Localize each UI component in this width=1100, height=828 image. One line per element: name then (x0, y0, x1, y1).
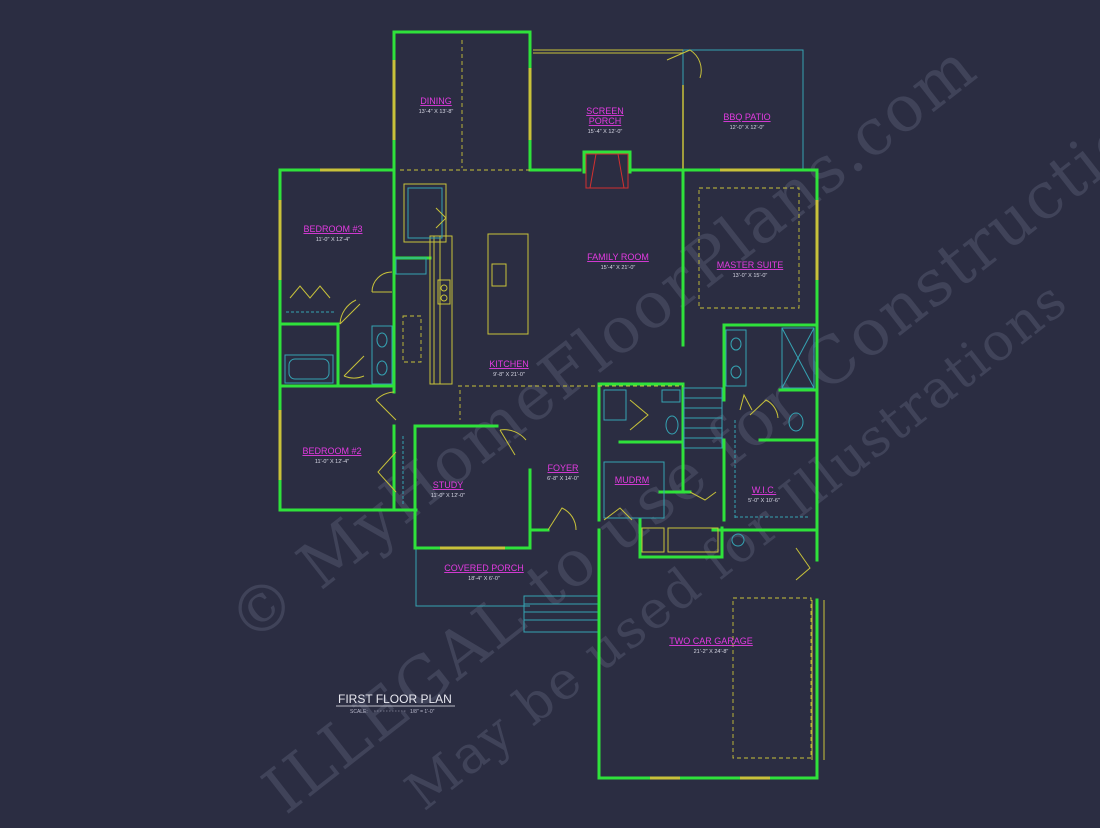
plan-title: FIRST FLOOR PLAN (338, 692, 452, 706)
room-label-garage: TWO CAR GARAGE (669, 636, 753, 646)
room-label-bedroom-3: BEDROOM #3 (303, 224, 362, 234)
room-label-master-suite: MASTER SUITE (717, 260, 784, 270)
room-labels: DINING 13'-4" X 13'-8" SCREEN PORCH 15'-… (302, 96, 783, 655)
dashed-lines (400, 40, 812, 759)
room-dims-bedroom-2: 11'-0" X 12'-4" (315, 459, 349, 465)
stairs (683, 387, 723, 449)
plan-scale-label: SCALE: (350, 709, 368, 715)
room-dims-screen-porch: 15'-4" X 12'-0" (588, 129, 623, 135)
room-dims-foyer: 6'-8" X 14'-0" (547, 476, 579, 482)
room-label-foyer: FOYER (547, 463, 579, 473)
room-label-covered-porch: COVERED PORCH (444, 563, 524, 573)
plan-title-block: FIRST FLOOR PLAN SCALE: 1/8" = 1'-0" (336, 692, 455, 715)
room-dims-kitchen: 9'-8" X 21'-0" (493, 372, 525, 378)
room-label-mudroom: MUDRM (615, 475, 650, 485)
kitchen-fixtures (403, 183, 529, 385)
room-dims-bbq-patio: 12'-0" X 12'-0" (730, 125, 765, 131)
room-label-study: STUDY (433, 480, 464, 490)
room-dims-wic: 5'-0" X 10'-6" (748, 498, 780, 504)
room-dims-family-room: 15'-4" X 21'-0" (601, 265, 636, 271)
windows (278, 60, 819, 780)
room-label-bedroom-2: BEDROOM #2 (302, 446, 361, 456)
door-swings (289, 49, 811, 581)
room-dims-covered-porch: 18'-4" X 6'-0" (468, 576, 500, 582)
outdoor-outlines (415, 49, 804, 633)
room-label-bbq-patio: BBQ PATIO (723, 112, 770, 122)
room-dims-dining: 13'-4" X 13'-8" (419, 109, 454, 115)
room-label-kitchen: KITCHEN (489, 359, 529, 369)
plan-scale-value: 1/8" = 1'-0" (410, 709, 435, 715)
room-dims-bedroom-3: 11'-0" X 12'-4" (316, 237, 350, 243)
room-label-screen-porch-2: PORCH (589, 116, 622, 126)
bathroom-fixtures (284, 257, 815, 547)
room-label-wic: W.I.C. (752, 485, 777, 495)
mudroom-cabinets (603, 461, 719, 553)
walls (278, 30, 819, 780)
fireplace (585, 153, 629, 189)
garage-door (811, 600, 825, 760)
room-dims-garage: 21'-2" X 24'-8" (694, 649, 729, 655)
room-label-dining: DINING (420, 96, 452, 106)
room-dims-study: 11'-0" X 12'-0" (431, 493, 465, 499)
room-label-screen-porch-1: SCREEN (586, 106, 624, 116)
room-label-family-room: FAMILY ROOM (587, 252, 649, 262)
room-dims-master-suite: 13'-0" X 15'-0" (733, 273, 768, 279)
